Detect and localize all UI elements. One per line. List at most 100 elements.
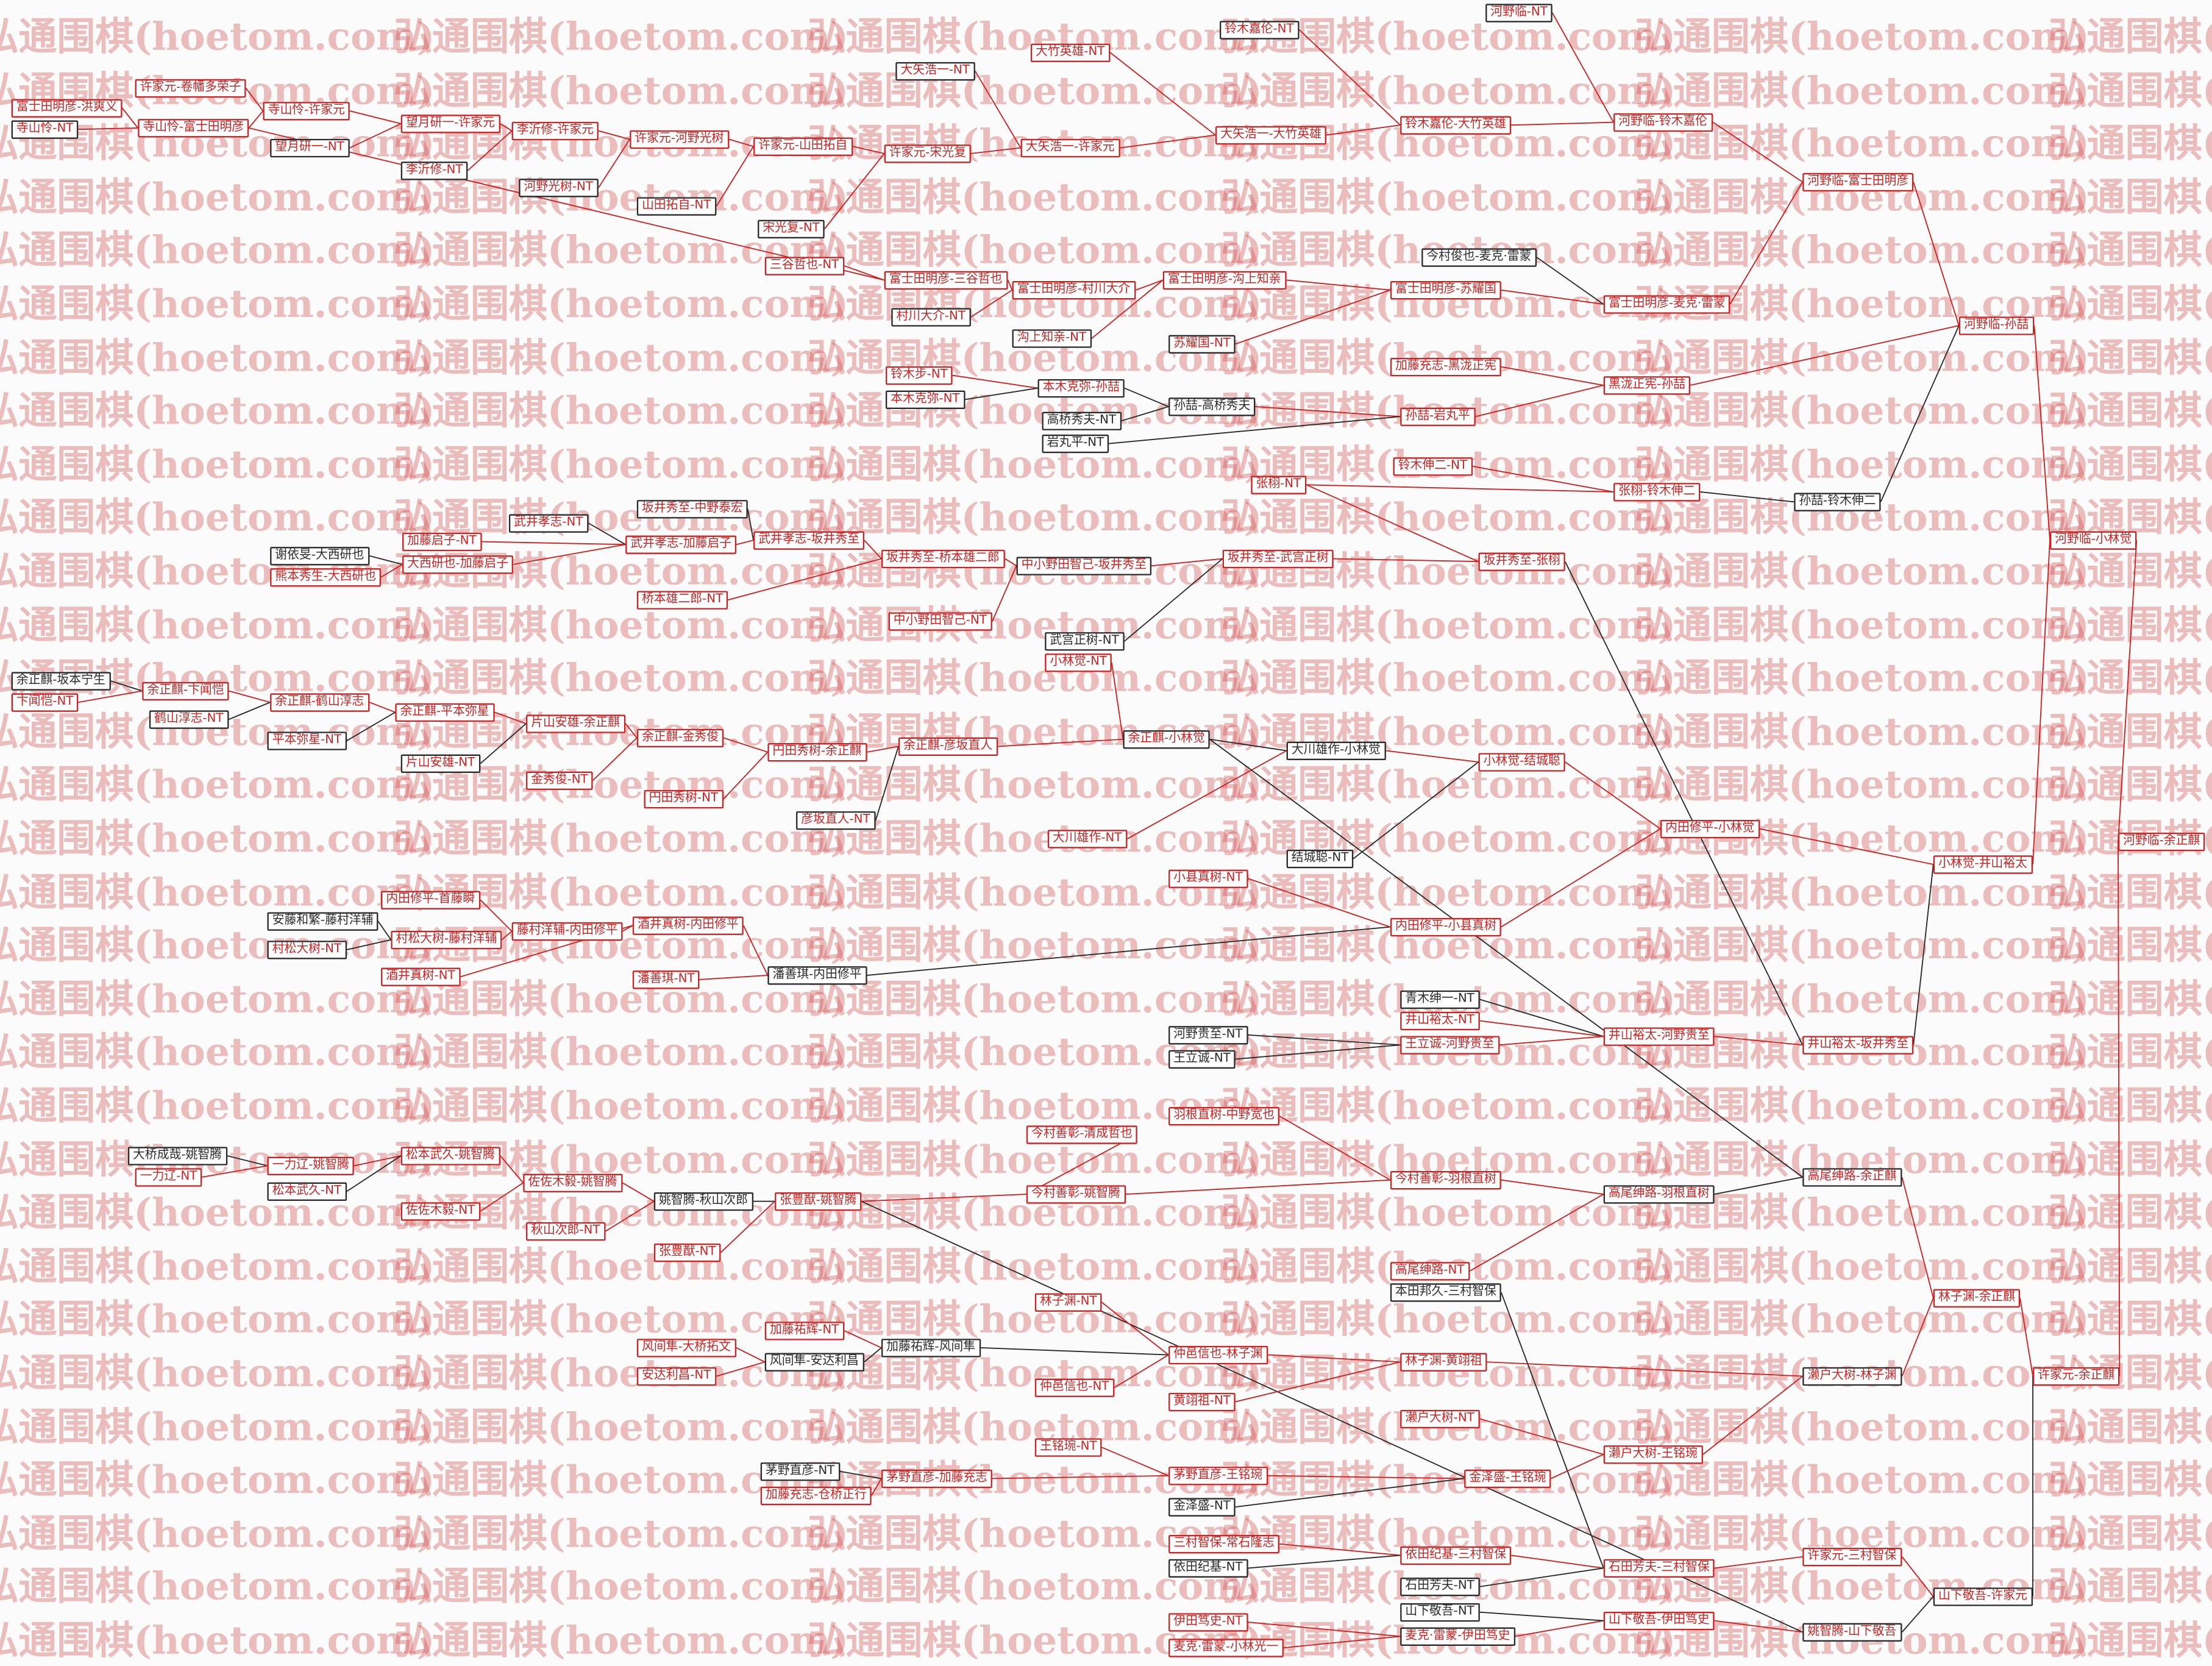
match-node[interactable]: 余正麒-小林觉 bbox=[1123, 730, 1210, 749]
match-node[interactable]: 加藤启子-NT bbox=[402, 532, 482, 551]
match-node[interactable]: 内田修平-首藤瞬 bbox=[381, 891, 480, 910]
match-node[interactable]: 今村俊也-麦克·雷蒙 bbox=[1421, 248, 1537, 266]
match-node[interactable]: 安藤和繁-藤村洋辅 bbox=[267, 912, 379, 930]
match-node[interactable]: 伊田笃史-NT bbox=[1168, 1613, 1248, 1631]
match-node[interactable]: 许家元-宋光复 bbox=[884, 144, 972, 163]
match-node[interactable]: 河野光树-NT bbox=[519, 179, 598, 197]
match-node[interactable]: 孙喆-高桥秀夫 bbox=[1168, 397, 1256, 416]
match-node[interactable]: 李沂修-NT bbox=[400, 162, 468, 180]
match-node[interactable]: 小林觉-结城聪 bbox=[1478, 753, 1565, 771]
match-node[interactable]: 仲邑信也-NT bbox=[1034, 1378, 1114, 1397]
match-node[interactable]: 石田芳夫-三村智保 bbox=[1603, 1559, 1715, 1578]
match-node[interactable]: 山下敬吾-伊田笃史 bbox=[1603, 1611, 1715, 1630]
match-node[interactable]: 寺山怜-富士田明彦 bbox=[138, 119, 249, 137]
match-node[interactable]: 富士田明彦-沟上知亲 bbox=[1162, 271, 1286, 290]
match-node[interactable]: 高尾绅路-余正麒 bbox=[1802, 1168, 1902, 1186]
match-node[interactable]: 富士田明彦-麦克·雷蒙 bbox=[1603, 295, 1730, 313]
match-node[interactable]: 茅野直彦-NT bbox=[760, 1462, 840, 1481]
match-node[interactable]: 望月研一-许家元 bbox=[400, 115, 500, 133]
match-node[interactable]: 茅野直彦-加藤充志 bbox=[881, 1469, 993, 1488]
match-node[interactable]: 河野临-铃木嘉伦 bbox=[1613, 113, 1713, 132]
match-node[interactable]: 小林觉-NT bbox=[1045, 653, 1112, 672]
match-node[interactable]: 村松大树-藤村洋辅 bbox=[391, 930, 502, 949]
match-node[interactable]: 石田芳夫-NT bbox=[1400, 1578, 1479, 1596]
match-node[interactable]: 高尾绅路-NT bbox=[1390, 1262, 1470, 1280]
match-node[interactable]: 中小野田智己-NT bbox=[888, 612, 992, 630]
match-node[interactable]: 濑户大树-NT bbox=[1400, 1409, 1479, 1428]
match-node[interactable]: 山田拓自-NT bbox=[636, 197, 716, 215]
match-node[interactable]: 林子渊-NT bbox=[1034, 1293, 1102, 1312]
match-node[interactable]: 青木绅一-NT bbox=[1400, 990, 1479, 1009]
match-node[interactable]: 潘善琪-内田修平 bbox=[767, 966, 867, 984]
match-node[interactable]: 富士田明彦-苏耀国 bbox=[1390, 281, 1501, 299]
match-node[interactable]: 佐佐木毅-姚智腾 bbox=[523, 1173, 622, 1192]
match-node[interactable]: 大西研也-加藤启子 bbox=[402, 555, 514, 574]
match-node[interactable]: 风间隼-安达利昌 bbox=[764, 1353, 864, 1371]
match-node[interactable]: 王立诚-河野贵至 bbox=[1400, 1036, 1499, 1054]
match-node[interactable]: 河野临-孙喆 bbox=[1958, 316, 2034, 335]
match-node[interactable]: 本田邦久-三村智保 bbox=[1390, 1283, 1501, 1301]
match-node[interactable]: 円田秀树-余正麒 bbox=[767, 743, 867, 761]
match-node[interactable]: 富士田明彦-三谷哲也 bbox=[884, 271, 1008, 290]
match-node[interactable]: 大矢浩一-NT bbox=[895, 62, 975, 80]
match-node[interactable]: 平本弥星-NT bbox=[267, 732, 347, 750]
match-node[interactable]: 姚智腾-秋山次郎 bbox=[653, 1192, 753, 1211]
match-node[interactable]: 铃木嘉伦-NT bbox=[1220, 21, 1299, 39]
match-node[interactable]: 桥本雄二郎-NT bbox=[636, 591, 728, 609]
match-node[interactable]: 秋山次郎-NT bbox=[525, 1222, 605, 1241]
match-node[interactable]: 金秀俊-NT bbox=[525, 771, 593, 790]
match-node[interactable]: 林子渊-余正麒 bbox=[1933, 1289, 2021, 1308]
match-node[interactable]: 苏耀国-NT bbox=[1168, 335, 1236, 354]
match-node[interactable]: 许家元-三村智保 bbox=[1802, 1548, 1902, 1566]
match-node[interactable]: 坂井秀至-武宫正树 bbox=[1222, 549, 1334, 568]
match-node[interactable]: 小县真树-NT bbox=[1168, 869, 1248, 888]
match-node[interactable]: 张豊猷-NT bbox=[653, 1243, 721, 1262]
match-node[interactable]: 佐佐木毅-NT bbox=[400, 1202, 480, 1220]
match-node[interactable]: 金泽盛-NT bbox=[1168, 1498, 1236, 1516]
match-node[interactable]: 结城聪-NT bbox=[1286, 849, 1354, 868]
match-node[interactable]: 余正麒-鹤山淳志 bbox=[270, 693, 369, 711]
match-node[interactable]: 片山安雄-NT bbox=[400, 754, 480, 773]
match-node[interactable]: 羽根直树-中野宽也 bbox=[1168, 1107, 1280, 1125]
match-node[interactable]: 片山安雄-余正麒 bbox=[525, 714, 625, 733]
match-node[interactable]: 余正麒-卞闻恺 bbox=[142, 682, 229, 700]
match-node[interactable]: 沟上知亲-NT bbox=[1012, 329, 1092, 347]
match-node[interactable]: 寺山怜-NT bbox=[11, 120, 79, 138]
match-node[interactable]: 许家元-山田拓自 bbox=[753, 137, 853, 155]
match-node[interactable]: 藤村洋辅-内田修平 bbox=[511, 922, 623, 941]
match-node[interactable]: 仲邑信也-林子渊 bbox=[1168, 1345, 1268, 1364]
match-node[interactable]: 坂井秀至-张栩 bbox=[1478, 552, 1565, 571]
match-node[interactable]: 大竹英雄-NT bbox=[1030, 43, 1110, 62]
match-node[interactable]: 武井孝志-NT bbox=[508, 514, 588, 532]
match-node[interactable]: 大矢浩一-许家元 bbox=[1020, 138, 1120, 157]
match-node[interactable]: 本木克弥-孙喆 bbox=[1037, 379, 1125, 397]
match-node[interactable]: 余正麒-平本弥星 bbox=[395, 703, 494, 722]
match-node[interactable]: 河野临-小林觉 bbox=[2050, 531, 2137, 549]
match-node[interactable]: 富士田明彦-洪爽义 bbox=[11, 99, 123, 117]
match-node[interactable]: 麦克·雷蒙-伊田笃史 bbox=[1400, 1627, 1515, 1646]
match-node[interactable]: 円田秀树-NT bbox=[644, 789, 724, 808]
match-node[interactable]: 依田纪基-三村智保 bbox=[1400, 1546, 1512, 1565]
match-node[interactable]: 许家元-卷幡多荣子 bbox=[135, 79, 246, 98]
match-node[interactable]: 茅野直彦-王铭琬 bbox=[1168, 1467, 1268, 1485]
match-node[interactable]: 孙喆-岩丸平 bbox=[1400, 407, 1475, 426]
match-node[interactable]: 坂井秀至-桥本雄二郎 bbox=[881, 549, 1005, 568]
match-node[interactable]: 鹤山淳志-NT bbox=[149, 710, 229, 728]
match-node[interactable]: 大川雄作-小林觉 bbox=[1286, 741, 1385, 760]
match-node[interactable]: 麦克·雷蒙-小林光一 bbox=[1168, 1639, 1284, 1657]
match-node[interactable]: 内田修平-小林觉 bbox=[1660, 819, 1760, 838]
match-node[interactable]: 铃木步-NT bbox=[885, 366, 953, 385]
match-node[interactable]: 富士田明彦-村川大介 bbox=[1012, 281, 1136, 299]
match-node[interactable]: 加藤祐辉-风间隼 bbox=[881, 1339, 981, 1357]
match-node[interactable]: 今村善彰-清成哲也 bbox=[1026, 1125, 1137, 1144]
match-node[interactable]: 武井孝志-坂井秀至 bbox=[753, 531, 865, 549]
match-node[interactable]: 内田修平-小县真树 bbox=[1390, 917, 1501, 936]
match-node[interactable]: 铃木嘉伦-大竹英雄 bbox=[1400, 116, 1512, 134]
match-node[interactable]: 一力辽-姚智腾 bbox=[267, 1156, 354, 1175]
match-node[interactable]: 李沂修-许家元 bbox=[511, 121, 599, 140]
match-node[interactable]: 余正麒-金秀俊 bbox=[636, 728, 724, 747]
match-node[interactable]: 河野临-NT bbox=[1485, 4, 1553, 22]
match-node[interactable]: 寺山怜-许家元 bbox=[263, 102, 350, 120]
match-node[interactable]: 加藤充志-仓桥正行 bbox=[760, 1486, 872, 1505]
match-node[interactable]: 加藤祐辉-NT bbox=[764, 1322, 844, 1340]
